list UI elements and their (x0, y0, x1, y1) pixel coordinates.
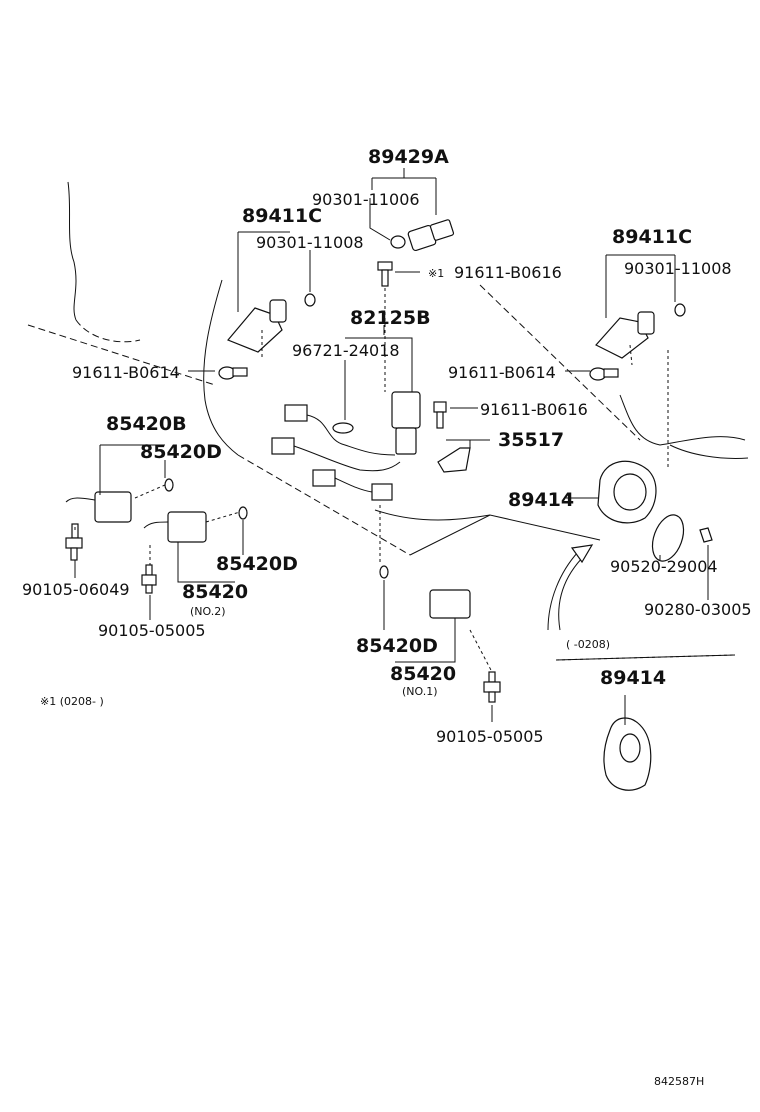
label-85420d-top: 85420D (140, 441, 222, 463)
label-90280-03005: 90280-03005 (644, 600, 752, 619)
label-89414-lower: 89414 (600, 667, 666, 689)
label-90105-06049: 90105-06049 (22, 580, 130, 599)
label-85420-no1: 85420 (390, 663, 456, 685)
bolt-top (377, 261, 393, 287)
leader-lines (74, 168, 709, 722)
label-91611-b0614-left: 91611-B0614 (72, 363, 180, 382)
label-85420b: 85420B (106, 413, 187, 435)
label-90301-11006: 90301-11006 (312, 190, 420, 209)
engine-outline (27, 181, 749, 661)
label-90301-11008-left: 90301-11008 (256, 233, 364, 252)
callout-labels: 89429A 90301-11006 89411C 90301-11008 ※1… (22, 146, 752, 1088)
label-90520-29004: 90520-29004 (610, 557, 718, 576)
rotor-89414-lower (603, 695, 652, 791)
rotor-89414-upper (597, 460, 713, 562)
sensor-85420b (65, 478, 174, 561)
label-85420d-mid: 85420D (216, 553, 298, 575)
sensor-85420-no2 (141, 506, 248, 594)
label-no1: (NO.1) (402, 685, 438, 698)
diagram-code: 842587H (654, 1075, 704, 1088)
label-90105-05005-right: 90105-05005 (436, 727, 544, 746)
label-no2: (NO.2) (190, 605, 226, 618)
sensor-85420-no1 (379, 565, 501, 703)
direction-arrow (547, 544, 594, 631)
label-89429a: 89429A (368, 146, 449, 168)
sensor-89429a (390, 219, 455, 252)
label-90301-11008-right: 90301-11008 (624, 259, 732, 278)
label-91611-b0616-top: 91611-B0616 (454, 263, 562, 282)
label-89411c-right: 89411C (612, 226, 692, 248)
sensor-89411c-left (218, 293, 316, 380)
label-91611-b0614-right: 91611-B0614 (448, 363, 556, 382)
label-85420-no2: 85420 (182, 581, 248, 603)
label-note-1-range: ※1 (0208- ) (40, 695, 104, 708)
label-89414-upper: 89414 (508, 489, 574, 511)
dashed-leaders (74, 288, 633, 673)
label-82125b: 82125B (350, 307, 431, 329)
label-35517: 35517 (498, 429, 564, 451)
label-85420d-bottom: 85420D (356, 635, 438, 657)
label-96721-24018: 96721-24018 (292, 341, 400, 360)
label-range-0208: ( -0208) (566, 638, 610, 651)
bracket-35517 (437, 439, 471, 473)
sensor-89411c-right (589, 303, 686, 381)
wire-harness (271, 391, 447, 501)
label-89411c-left: 89411C (242, 205, 322, 227)
label-note-1: ※1 (428, 267, 444, 280)
label-90105-05005-left: 90105-05005 (98, 621, 206, 640)
label-91611-b0616-mid: 91611-B0616 (480, 400, 588, 419)
